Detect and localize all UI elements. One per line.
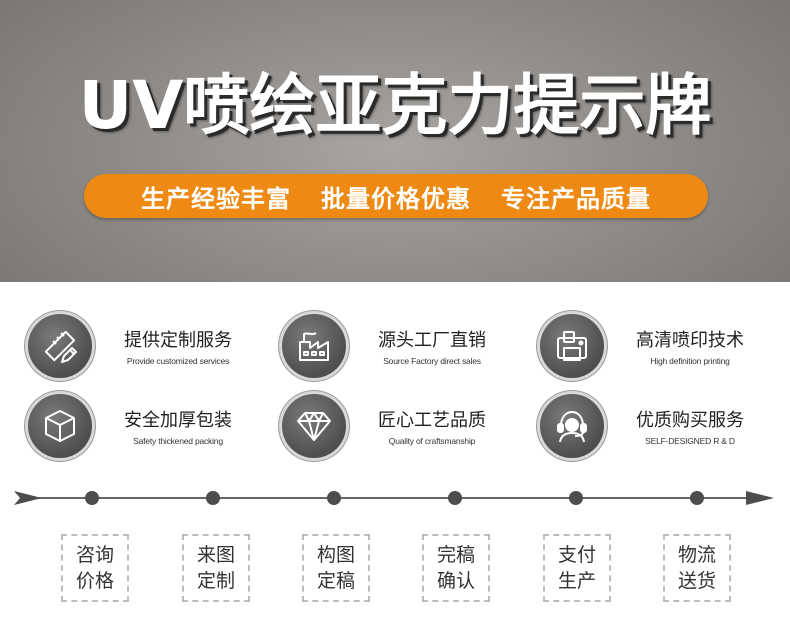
step-label-line2: 送货 <box>677 570 716 592</box>
timeline-node <box>690 491 704 505</box>
diamond-icon <box>282 394 346 458</box>
timeline-node <box>85 491 99 505</box>
slogan-2: 批量价格优惠 <box>321 184 471 213</box>
timeline-node <box>206 491 220 505</box>
feature-subtitle: SELF-DESIGNED R & D <box>645 436 735 446</box>
feature-packing: 安全加厚包装 Safety thickened packing <box>28 394 238 458</box>
process-timeline <box>0 482 790 516</box>
feature-factory: 源头工厂直销 Source Factory direct sales <box>282 314 492 378</box>
step-inquiry: 咨询 价格 <box>61 534 129 602</box>
feature-printing: 高清喷印技术 High definition printing <box>540 314 750 378</box>
feature-title: 优质购买服务 <box>636 410 744 431</box>
timeline-tail-icon <box>14 491 42 505</box>
step-payment: 支付 生产 <box>543 534 611 602</box>
step-label-line2: 生产 <box>557 570 596 592</box>
step-label-line2: 定制 <box>196 570 235 592</box>
timeline-arrow-icon <box>746 491 774 505</box>
slogan-1: 生产经验丰富 <box>141 184 291 213</box>
feature-title: 高清喷印技术 <box>636 330 744 351</box>
headset-icon <box>540 394 604 458</box>
pencil-ruler-icon <box>28 314 92 378</box>
hero-banner: UV喷绘亚克力提示牌 生产经验丰富 批量价格优惠 专注产品质量 <box>0 0 790 282</box>
timeline-node <box>569 491 583 505</box>
feature-subtitle: Quality of craftsmanship <box>388 436 476 446</box>
feature-customized: 提供定制服务 Provide customized services <box>28 314 238 378</box>
feature-quality: 匠心工艺品质 Quality of craftsmanship <box>282 394 492 458</box>
feature-title: 匠心工艺品质 <box>378 410 486 431</box>
step-label-line1: 完稿 <box>436 544 475 566</box>
feature-title: 提供定制服务 <box>124 330 232 351</box>
slogan-bar: 生产经验丰富 批量价格优惠 专注产品质量 <box>84 174 708 218</box>
step-send-image: 来图 定制 <box>182 534 250 602</box>
feature-subtitle: Source Factory direct sales <box>383 356 481 366</box>
step-label-line1: 来图 <box>196 544 235 566</box>
step-design: 构图 定稿 <box>302 534 370 602</box>
step-delivery: 物流 送货 <box>663 534 731 602</box>
printer-icon <box>540 314 604 378</box>
feature-subtitle: Safety thickened packing <box>133 436 223 446</box>
step-label-line2: 定稿 <box>316 570 355 592</box>
step-confirm: 完稿 确认 <box>422 534 490 602</box>
step-label-line1: 构图 <box>316 544 355 566</box>
page-title: UV喷绘亚克力提示牌 <box>78 67 712 144</box>
feature-subtitle: High definition printing <box>650 356 730 366</box>
slogan-3: 专注产品质量 <box>501 184 651 213</box>
feature-title: 源头工厂直销 <box>378 330 486 351</box>
feature-title: 安全加厚包装 <box>124 410 232 431</box>
timeline-node <box>327 491 341 505</box>
feature-grid: 提供定制服务 Provide customized services 源头工厂直… <box>0 300 790 470</box>
step-label-line1: 支付 <box>557 544 596 566</box>
step-label-line2: 确认 <box>436 570 475 592</box>
step-label-line2: 价格 <box>75 570 114 592</box>
feature-subtitle: Provide customized services <box>126 356 230 366</box>
feature-service: 优质购买服务 SELF-DESIGNED R & D <box>540 394 750 458</box>
step-label-line1: 咨询 <box>75 544 114 566</box>
factory-icon <box>282 314 346 378</box>
box-icon <box>28 394 92 458</box>
timeline-node <box>448 491 462 505</box>
step-label-line1: 物流 <box>677 544 716 566</box>
